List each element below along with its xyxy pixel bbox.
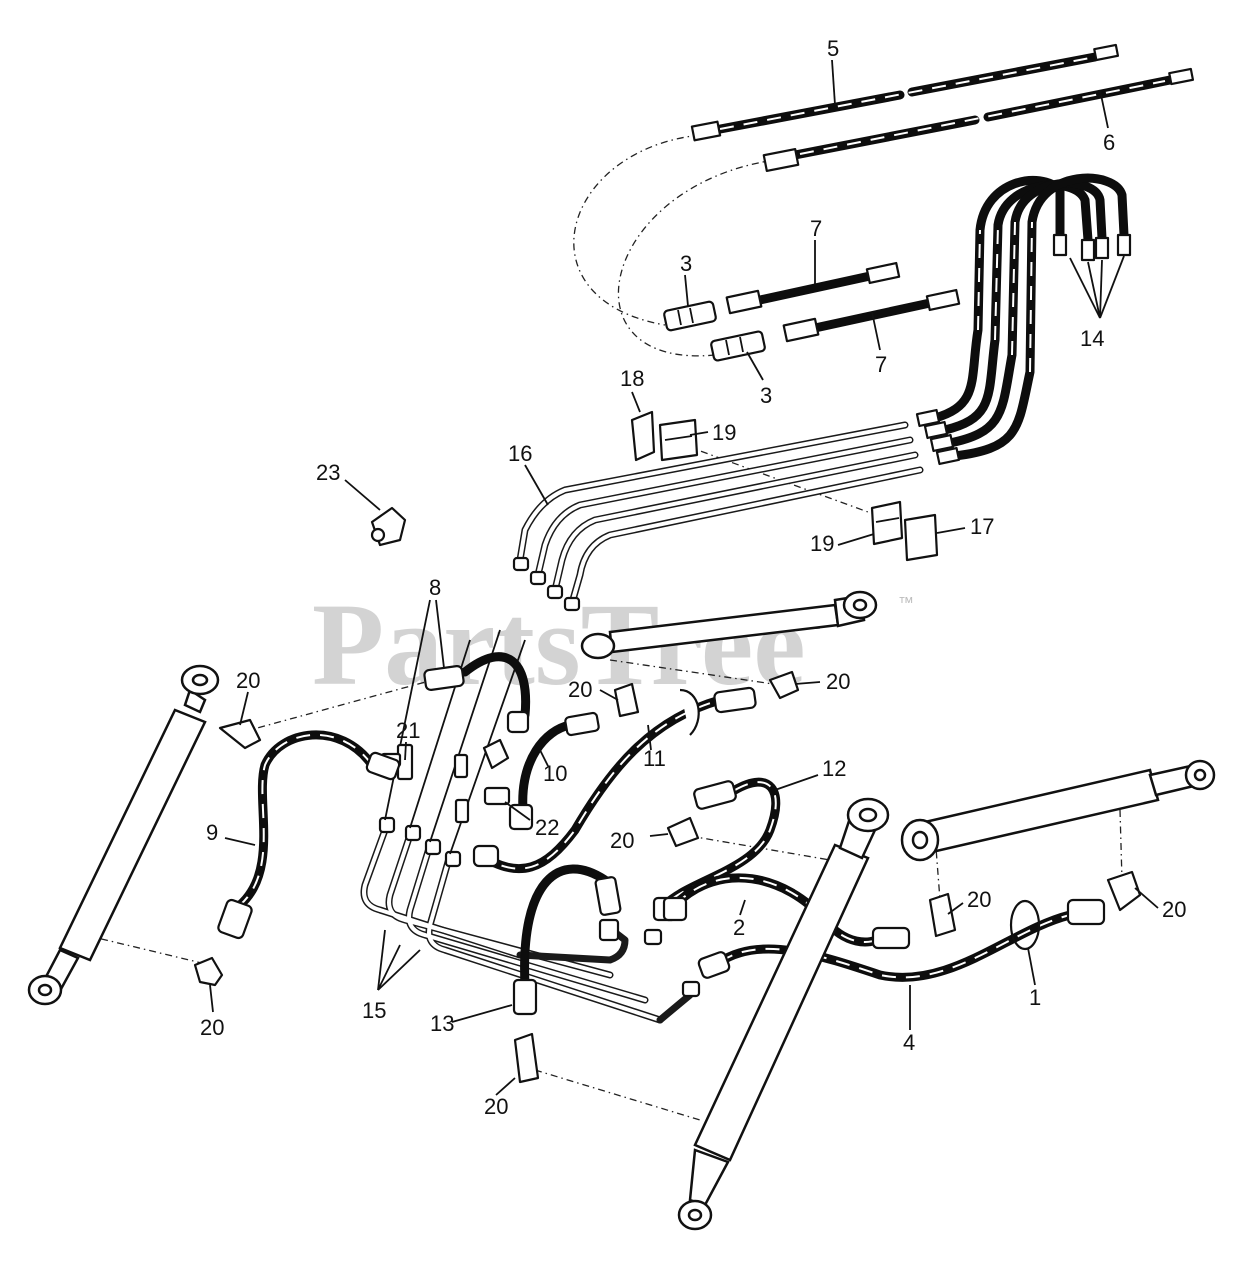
- hose-6[interactable]: [762, 67, 1195, 173]
- callout-22[interactable]: 22: [535, 815, 559, 840]
- callout-17[interactable]: 17: [970, 514, 994, 539]
- callout-20-bottom[interactable]: 20: [484, 1094, 508, 1119]
- callout-5[interactable]: 5: [827, 36, 839, 61]
- hose-7-lower[interactable]: [782, 288, 961, 343]
- callout-19-lower[interactable]: 19: [810, 531, 834, 556]
- callout-20-left-bottom[interactable]: 20: [200, 1015, 224, 1040]
- cylinder-upper-small[interactable]: [580, 590, 878, 660]
- elbow-fittings-20[interactable]: [193, 670, 1142, 1084]
- hose-10[interactable]: [508, 711, 600, 831]
- cylinder-right[interactable]: [900, 759, 1216, 862]
- callout-2[interactable]: 2: [733, 915, 745, 940]
- callout-23[interactable]: 23: [316, 460, 340, 485]
- callout-1[interactable]: 1: [1029, 985, 1041, 1010]
- callout-10[interactable]: 10: [543, 761, 567, 786]
- coupler-3-upper[interactable]: [663, 300, 717, 332]
- callout-3-lower[interactable]: 3: [760, 383, 772, 408]
- callout-16[interactable]: 16: [508, 441, 532, 466]
- watermark-trademark: ™: [898, 595, 914, 612]
- callout-15[interactable]: 15: [362, 998, 386, 1023]
- hose-5[interactable]: [690, 43, 1120, 142]
- callout-4[interactable]: 4: [903, 1030, 915, 1055]
- callout-18[interactable]: 18: [620, 366, 644, 391]
- callout-20-upper-right[interactable]: 20: [826, 669, 850, 694]
- callout-11[interactable]: 11: [643, 746, 666, 771]
- tee-fitting-22[interactable]: [453, 753, 511, 824]
- hose-7-upper[interactable]: [725, 261, 901, 315]
- callout-13[interactable]: 13: [430, 1011, 454, 1036]
- steel-tubes-15[interactable]: [360, 599, 701, 1024]
- callout-19-upper[interactable]: 19: [712, 420, 736, 445]
- cylinder-left[interactable]: [27, 664, 220, 1006]
- clamp-plate-17[interactable]: [903, 513, 939, 562]
- callout-20-center[interactable]: 20: [610, 828, 634, 853]
- callout-20-right-mid[interactable]: 20: [967, 887, 991, 912]
- callout-3-upper[interactable]: 3: [680, 251, 692, 276]
- hose-9[interactable]: [217, 730, 401, 940]
- callout-21[interactable]: 21: [396, 718, 420, 743]
- callout-7-lower[interactable]: 7: [875, 352, 887, 377]
- callout-20-mid[interactable]: 20: [568, 677, 592, 702]
- hose-2[interactable]: [662, 873, 911, 950]
- cylinder-center[interactable]: [677, 797, 890, 1231]
- hose-4[interactable]: [697, 898, 1106, 982]
- hose-11[interactable]: [472, 686, 757, 874]
- hose-8[interactable]: [423, 652, 531, 770]
- elbow-fitting-23[interactable]: [370, 506, 407, 547]
- callout-leaders: [209, 59, 1159, 1096]
- callout-7-upper[interactable]: 7: [810, 216, 822, 241]
- callout-20-left-top[interactable]: 20: [236, 668, 260, 693]
- hose-clamp-1[interactable]: [1009, 899, 1041, 951]
- watermark-brand: PartsTree: [312, 579, 806, 710]
- callout-labels: 5 6 7 7 3 3 14 18 19 19 17 16 23 8 20 20…: [200, 36, 1186, 1119]
- callout-6[interactable]: 6: [1103, 130, 1115, 155]
- steel-tubes-16[interactable]: [512, 421, 924, 612]
- clamp-18[interactable]: [630, 410, 656, 462]
- clamp-block-19-lower[interactable]: [870, 500, 904, 546]
- callout-20-far-right[interactable]: 20: [1162, 897, 1186, 922]
- callout-9[interactable]: 9: [206, 820, 218, 845]
- hoses-14[interactable]: [915, 173, 1132, 466]
- callout-12[interactable]: 12: [822, 756, 846, 781]
- hose-13[interactable]: [512, 864, 622, 1016]
- clamp-block-19-upper[interactable]: [658, 418, 699, 462]
- coupler-3-lower[interactable]: [710, 330, 766, 362]
- callout-14[interactable]: 14: [1080, 326, 1104, 351]
- callout-8[interactable]: 8: [429, 575, 441, 600]
